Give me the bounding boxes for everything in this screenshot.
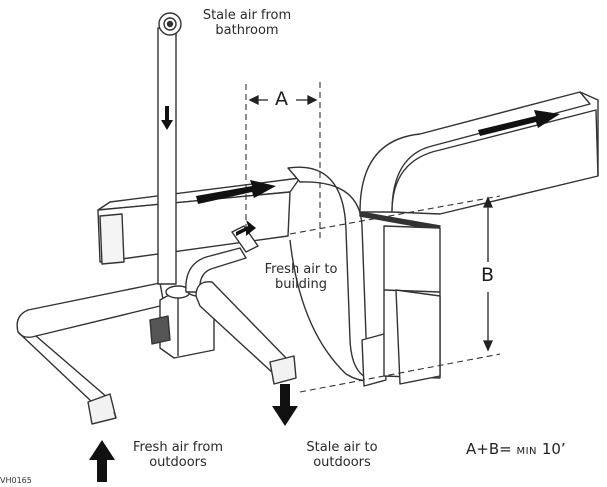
stale-air-exhaust-duct: [195, 281, 297, 385]
formula-left: A+B=: [466, 440, 512, 458]
dimension-a-label: A: [275, 88, 288, 110]
label-fresh-air-to-building: Fresh air to building: [264, 262, 338, 292]
dimension-lines: [248, 94, 494, 352]
figure-code: VH0165: [0, 476, 32, 485]
upper-elbow-duct: [359, 91, 599, 231]
reference-lines: [245, 82, 501, 393]
formula-min: MIN: [516, 446, 538, 457]
s-bend-duct: [287, 166, 387, 387]
rectangular-trunk-duct: [97, 177, 301, 265]
label-stale-air-from-bathroom: Stale air from bathroom: [202, 8, 292, 38]
bathroom-exhaust-pipe: [157, 12, 182, 285]
vertical-riser-duct: [383, 225, 441, 385]
label-stale-air-to-outdoors: Stale air to outdoors: [306, 440, 378, 470]
arrow-right-trunk: [196, 180, 276, 204]
arrow-right-elbow: [478, 110, 560, 136]
arrow-down-stale-outdoors: [272, 384, 298, 426]
arrow-down-stale-inlet: [161, 106, 173, 130]
flow-arrows: [89, 106, 560, 482]
minimum-length-formula: A+B= MIN 10’: [466, 440, 566, 458]
arrow-diag-supply: [236, 220, 256, 236]
arrow-up-fresh-outdoors: [89, 440, 115, 482]
dimension-b-label: B: [481, 264, 495, 286]
label-fresh-air-from-outdoors: Fresh air from outdoors: [132, 440, 224, 470]
fresh-air-intake-duct: [16, 282, 165, 425]
formula-value: 10’: [541, 440, 566, 458]
